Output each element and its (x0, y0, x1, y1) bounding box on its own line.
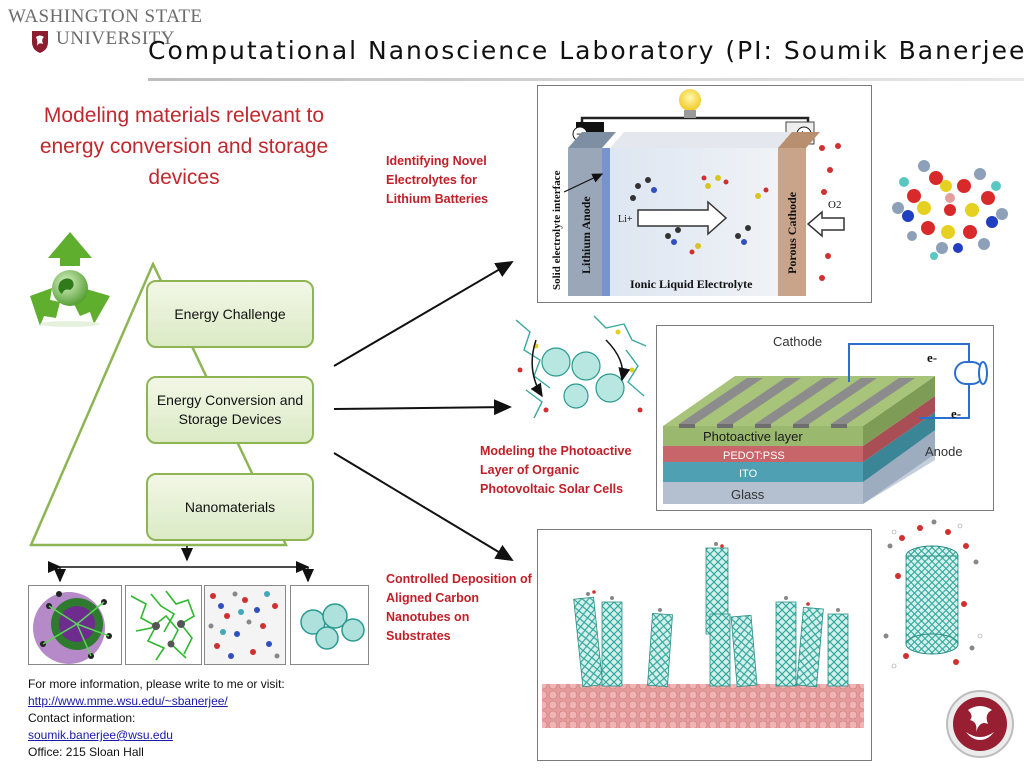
energy-challenge-box: Energy Challenge (146, 280, 314, 348)
nanoparticle-thumbnail (28, 585, 122, 665)
functionalized-nanotube-image (883, 519, 983, 669)
ionic-liquid-thumbnail (204, 585, 286, 665)
nanomaterials-box: Nanomaterials (146, 473, 314, 541)
polymer-network-thumbnail (125, 585, 202, 665)
arrow-to-photovoltaic (333, 399, 512, 416)
arrow-to-electrolytes (333, 260, 514, 367)
email-link[interactable]: soumik.banerjee@wsu.edu (28, 728, 173, 742)
li-ion-label: Li+ (618, 214, 633, 225)
solar-photoactive-label: Photoactive layer (703, 429, 803, 444)
headline: Modeling materials relevant to energy co… (39, 104, 329, 189)
arrow-to-nanotubes (333, 452, 514, 562)
logo-line-2: UNIVERSITY (56, 28, 175, 49)
sei-label: Solid electrolyte interface (551, 170, 563, 290)
title-divider (148, 78, 1024, 81)
footer-office: Office: 215 Sloan Hall (28, 745, 144, 759)
wsu-logo: WASHINGTON STATE UNIVERSITY (8, 6, 202, 54)
energy-conversion-box: Energy Conversion and Storage Devices (146, 376, 314, 444)
photoactive-molecule-image (515, 315, 647, 419)
logo-line-1: WASHINGTON STATE (8, 6, 203, 27)
recycle-globe-icon (30, 232, 110, 327)
oxygen-label: O2 (828, 199, 841, 211)
solar-glass-label: Glass (731, 487, 765, 502)
solar-cathode-label: Cathode (773, 334, 822, 349)
solar-anode-label: Anode (925, 444, 963, 459)
light-bulb-icon (679, 89, 701, 111)
electrolyte-label: Ionic Liquid Electrolyte (630, 277, 753, 291)
fullerene-thumbnail (290, 585, 369, 665)
footer-contact-heading: Contact information: (28, 711, 136, 725)
topic-electrolytes: Identifying Novel Electrolytes for Lithi… (386, 154, 489, 206)
cougar-shield-icon (32, 31, 48, 53)
solar-e-label-2: e- (951, 406, 961, 421)
nanotube-substrate-image (537, 529, 872, 761)
ion-cluster-image (892, 160, 1008, 260)
contact-footer: For more information, please write to me… (28, 676, 348, 761)
solar-ito-label: ITO (739, 468, 758, 480)
page-title: Computational Nanoscience Laboratory (PI… (148, 36, 1024, 65)
lab-website-link[interactable]: http://www.mme.wsu.edu/~sbanerjee/ (28, 694, 228, 708)
topic-nanotubes: Controlled Deposition of Aligned Carbon … (386, 572, 532, 643)
solar-pedot-label: PEDOT:PSS (723, 450, 785, 462)
solar-e-label-1: e- (927, 350, 937, 365)
anode-label: Lithium Anode (579, 196, 593, 274)
cathode-label: Porous Cathode (785, 191, 799, 274)
wsu-cougar-badge-icon (946, 690, 1014, 758)
solar-cell-diagram: e- e- Cathode Photoactive layer PEDOT:PS… (656, 325, 994, 511)
footer-intro: For more information, please write to me… (28, 677, 285, 691)
minus-sign: − (576, 127, 583, 141)
topic-photovoltaic: Modeling the Photoactive Layer of Organi… (480, 444, 632, 496)
battery-diagram: − + Li+ O2 Solid electrolyte interface L… (537, 85, 872, 303)
